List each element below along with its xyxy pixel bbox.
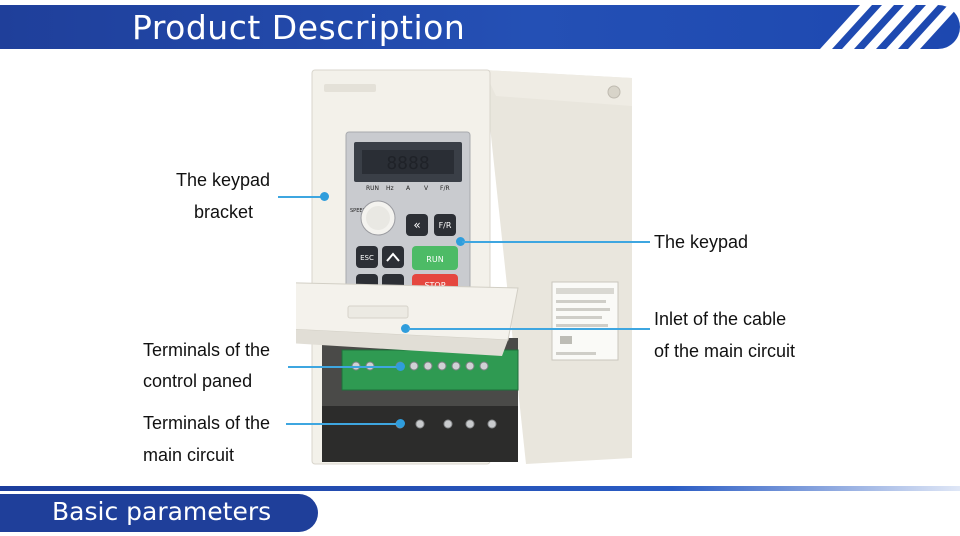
svg-text:V: V xyxy=(424,185,429,192)
callout-keypad-bracket-dot xyxy=(320,192,329,201)
callout-control-terminals-label: Terminals of the xyxy=(143,340,271,360)
banner-title: Product Description xyxy=(132,8,466,47)
callout-keypad-line xyxy=(462,241,650,243)
basic-parameters-banner: Basic parameters xyxy=(0,494,318,532)
callout-keypad-bracket-label: The keypad xyxy=(176,170,271,190)
svg-text:F/R: F/R xyxy=(440,185,450,192)
banner-background xyxy=(0,5,960,49)
svg-text:RUN: RUN xyxy=(426,255,443,264)
callout-keypad-bracket-line xyxy=(278,196,322,198)
banner-stripes-decoration xyxy=(820,5,960,49)
callout-control-terminals-dot xyxy=(396,362,405,371)
product-description-banner: Product Description xyxy=(0,5,960,49)
svg-text:«: « xyxy=(413,218,420,232)
callout-keypad-label: The keypad xyxy=(654,232,749,252)
callout-control-terminals-label: control paned xyxy=(143,371,253,391)
nameplate-sticker xyxy=(551,281,619,361)
svg-text:RUN: RUN xyxy=(366,185,379,192)
callout-inlet-dot xyxy=(401,324,410,333)
svg-text:A: A xyxy=(406,185,411,192)
svg-text:SPEED: SPEED xyxy=(350,208,367,214)
svg-text:8888: 8888 xyxy=(386,153,429,174)
inverter-product-image: 8888 RUN Hz A V F/R SPEED « F/R ESC RUN … xyxy=(296,69,632,465)
svg-text:F/R: F/R xyxy=(439,221,452,230)
callout-inlet-line xyxy=(408,328,650,330)
section-divider-line xyxy=(0,486,960,491)
callout-keypad-dot xyxy=(456,237,465,246)
callout-main-terminals-label: main circuit xyxy=(143,445,235,465)
svg-text:ESC: ESC xyxy=(360,254,374,262)
svg-text:STOP: STOP xyxy=(424,281,445,290)
svg-text:Hz: Hz xyxy=(386,185,394,192)
callout-control-terminals-line xyxy=(288,366,400,368)
basic-parameters-title: Basic parameters xyxy=(52,497,272,526)
callout-main-terminals-dot xyxy=(396,419,405,428)
callout-inlet-label: of the main circuit xyxy=(654,341,796,361)
callout-inlet-label: Inlet of the cable xyxy=(654,309,787,329)
keypad-panel: 8888 RUN Hz A V F/R SPEED « F/R ESC RUN … xyxy=(345,131,471,311)
callout-main-terminals-label: Terminals of the xyxy=(143,413,271,433)
callout-keypad-bracket-label: bracket xyxy=(194,202,254,222)
callout-main-terminals-line xyxy=(286,423,398,425)
